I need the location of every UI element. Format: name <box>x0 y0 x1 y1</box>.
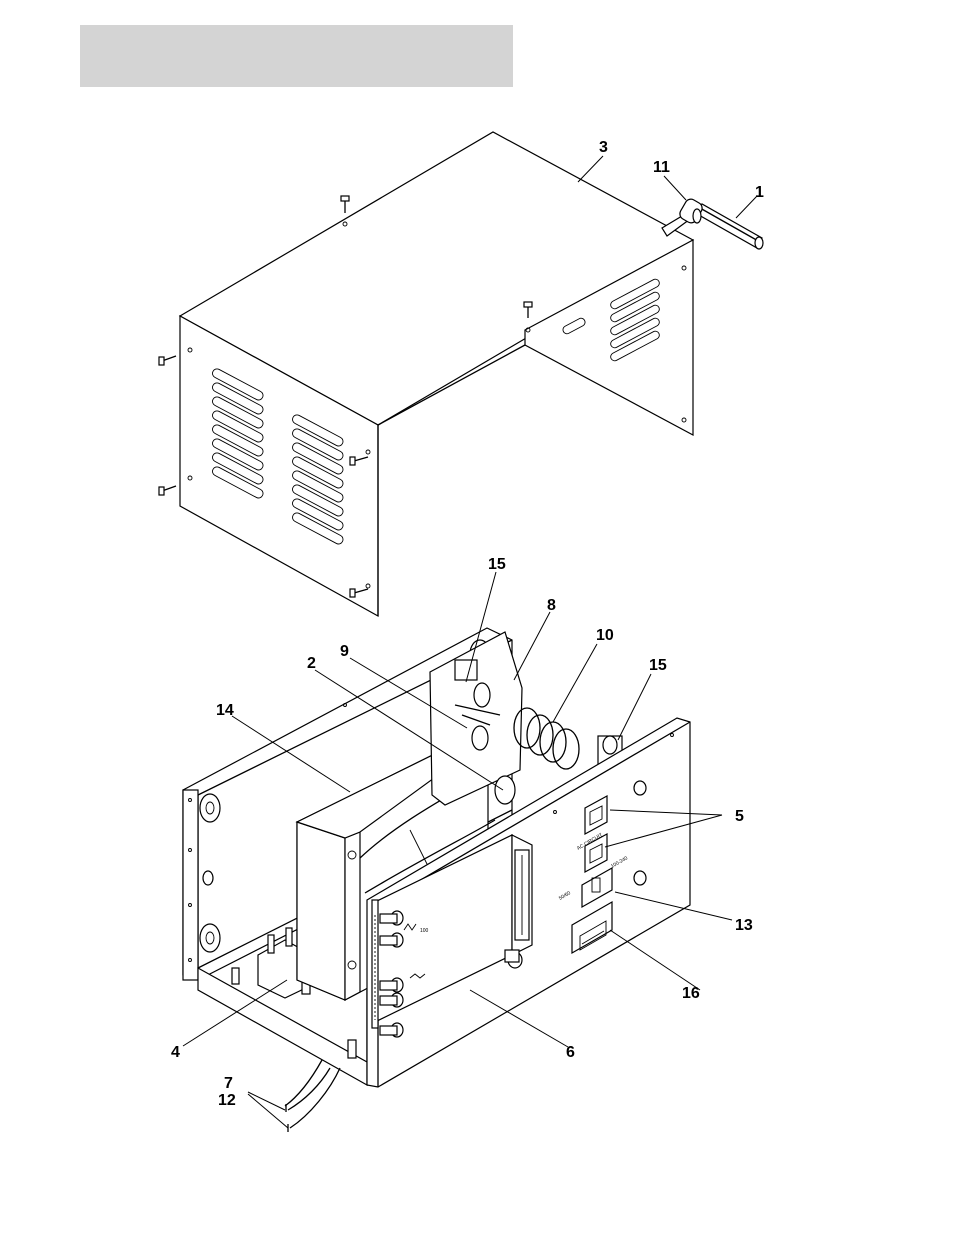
callout-8: 8 <box>547 597 556 614</box>
callout-16: 16 <box>682 985 700 1002</box>
capacitor <box>495 776 515 804</box>
callout-10: 10 <box>596 627 614 644</box>
callout-15-upper: 15 <box>488 556 506 573</box>
cover-assembly <box>159 132 693 616</box>
callout-9: 9 <box>340 643 349 660</box>
callout-5: 5 <box>735 808 744 825</box>
chassis-assembly: AC CIRCUIT 100-240 50/60 100 <box>183 628 690 1132</box>
callout-14: 14 <box>216 702 234 719</box>
callout-11: 11 <box>653 159 670 176</box>
coil-spring <box>514 708 579 769</box>
board-marking: 100 <box>420 928 429 934</box>
callout-1: 1 <box>755 184 764 201</box>
relay-15a <box>455 660 477 680</box>
callout-3: 3 <box>599 139 608 156</box>
chassis-flange <box>183 790 198 980</box>
power-cord-wires <box>285 1060 340 1132</box>
callout-15-lower: 15 <box>649 657 667 674</box>
callout-12: 12 <box>218 1092 236 1109</box>
callout-13: 13 <box>735 917 753 934</box>
callout-4: 4 <box>171 1044 180 1061</box>
callout-7: 7 <box>224 1075 233 1092</box>
callout-2: 2 <box>307 655 316 672</box>
callout-6: 6 <box>566 1044 575 1061</box>
